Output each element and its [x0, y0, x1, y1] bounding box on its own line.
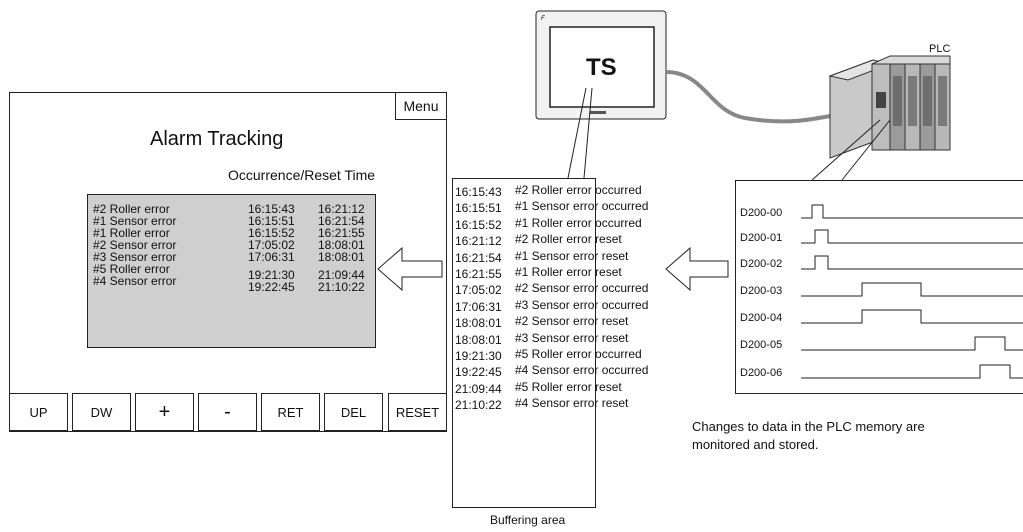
- reset-button[interactable]: RESET: [388, 393, 447, 431]
- alarm-list: [87, 194, 376, 348]
- signal-waveform: [801, 309, 1023, 324]
- alarm-reset-time: 21:10:22: [318, 280, 365, 294]
- alarm-occurred-time: 17:06:31: [248, 250, 295, 264]
- buffer-area: [452, 178, 596, 508]
- alarm-name: #1 Sensor error: [93, 214, 177, 228]
- del-button[interactable]: DEL: [324, 393, 383, 431]
- buffer-event: #5 Roller error reset: [515, 379, 622, 394]
- signal-label: D200-06: [740, 367, 783, 379]
- buffer-event: #5 Roller error occurred: [515, 347, 642, 361]
- ts-label: TS: [586, 54, 617, 81]
- buffer-time: 21:10:22: [455, 398, 502, 413]
- buffer-time: 19:21:30: [455, 349, 502, 363]
- signal-waveform: [801, 336, 1023, 351]
- down-button[interactable]: DW: [72, 393, 131, 431]
- signal-waveform: [801, 204, 1023, 219]
- alarm-name: #5 Roller error: [93, 262, 170, 276]
- alarm-occurred-time: 16:15:51: [248, 214, 295, 228]
- alarm-occurred-time: 19:21:30: [248, 268, 295, 282]
- buffer-event: #1 Sensor error reset: [515, 248, 629, 263]
- buffer-event: #3 Sensor error reset: [515, 330, 629, 345]
- arrow-buffer-to-screen: [377, 246, 443, 292]
- timing-chart: [735, 180, 1023, 394]
- arrow-plc-to-buffer: [665, 246, 729, 292]
- buffer-time: 17:05:02: [455, 283, 502, 298]
- buffer-event: #4 Sensor error reset: [515, 396, 629, 411]
- buffer-event: #3 Sensor error occurred: [515, 297, 649, 312]
- buffer-time: 17:06:31: [455, 299, 502, 314]
- plc-label: PLC: [929, 43, 951, 55]
- alarm-reset-time: 16:21:55: [318, 226, 365, 240]
- alarm-occurred-time: 16:15:52: [248, 226, 295, 240]
- alarm-name: #2 Sensor error: [93, 238, 177, 252]
- buffer-time: 16:21:55: [455, 267, 502, 281]
- alarm-name: #3 Sensor error: [93, 250, 177, 264]
- buffer-event: #4 Sensor error occurred: [515, 363, 649, 378]
- connection-cable: [665, 70, 851, 124]
- alarm-title: Alarm Tracking: [150, 128, 284, 150]
- plus-button[interactable]: +: [135, 393, 194, 431]
- buffer-event: #2 Sensor error reset: [515, 314, 629, 329]
- alarm-occurred-time: 16:15:43: [248, 202, 295, 216]
- buffer-time: 16:15:51: [455, 201, 502, 216]
- buffer-event: #1 Sensor error occurred: [515, 199, 649, 214]
- alarm-name: #2 Roller error: [93, 202, 170, 216]
- alarm-reset-time: 16:21:12: [318, 202, 365, 216]
- buffer-time: 16:21:12: [455, 234, 502, 249]
- signal-waveform: [801, 364, 1023, 379]
- signal-label: D200-03: [740, 285, 783, 297]
- signal-label: D200-02: [740, 258, 783, 270]
- touch-screen-device: F: [535, 10, 667, 120]
- minus-button[interactable]: -: [198, 393, 257, 431]
- alarm-screen: [9, 92, 447, 432]
- buffer-time: 18:08:01: [455, 332, 502, 347]
- buffer-event: #1 Roller error occurred: [515, 215, 642, 230]
- buffer-time: 16:21:54: [455, 250, 502, 265]
- alarm-reset-time: 18:08:01: [318, 250, 365, 264]
- buffer-time: 16:15:52: [455, 217, 502, 232]
- buffer-time: 21:09:44: [455, 381, 502, 396]
- signal-waveform: [801, 282, 1023, 297]
- buffer-event: #1 Roller error reset: [515, 265, 622, 279]
- up-button[interactable]: UP: [9, 393, 68, 431]
- alarm-occurred-time: 19:22:45: [248, 280, 295, 294]
- svg-text:F: F: [541, 16, 545, 22]
- alarm-subtitle: Occurrence/Reset Time: [228, 167, 376, 183]
- buffer-event: #2 Roller error occurred: [515, 183, 642, 197]
- menu-button[interactable]: Menu: [395, 92, 447, 120]
- buffer-event: #2 Roller error reset: [515, 232, 622, 247]
- ret-button[interactable]: RET: [261, 393, 320, 431]
- alarm-name: #4 Sensor error: [93, 274, 177, 288]
- buffer-caption: Buffering area: [490, 513, 566, 527]
- signal-label: D200-05: [740, 339, 783, 351]
- plc-caption-line2: monitored and stored.: [692, 437, 819, 452]
- alarm-reset-time: 16:21:54: [318, 214, 365, 228]
- alarm-reset-time: 21:09:44: [318, 268, 365, 282]
- alarm-name: #1 Roller error: [93, 226, 170, 240]
- signal-label: D200-04: [740, 312, 783, 324]
- buffer-time: 19:22:45: [455, 365, 502, 380]
- signal-waveform: [801, 229, 1023, 244]
- plc-caption-line1: Changes to data in the PLC memory are: [692, 419, 925, 434]
- plc-caption: Changes to data in the PLC memory are mo…: [692, 418, 925, 454]
- buffer-time: 18:08:01: [455, 316, 502, 331]
- buffer-event: #2 Sensor error occurred: [515, 281, 649, 296]
- alarm-occurred-time: 17:05:02: [248, 238, 295, 252]
- signal-waveform: [801, 255, 1023, 270]
- alarm-reset-time: 18:08:01: [318, 238, 365, 252]
- buffer-time: 16:15:43: [455, 185, 502, 199]
- signal-label: D200-01: [740, 232, 783, 244]
- signal-label: D200-00: [740, 207, 783, 219]
